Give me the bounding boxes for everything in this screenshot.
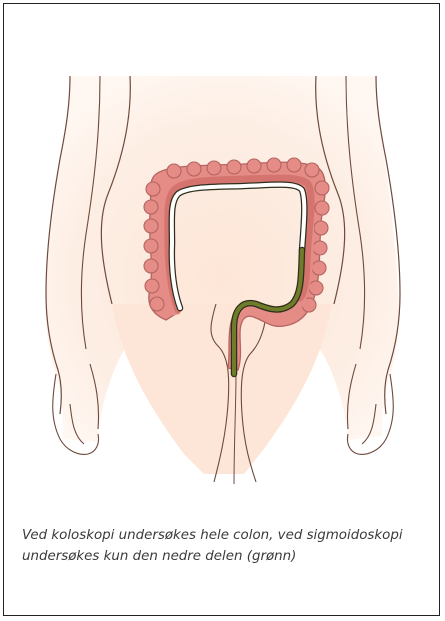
torso-outline-icon xyxy=(45,76,400,484)
figure-caption: Ved koloskopi undersøkes hele colon, ved… xyxy=(22,525,422,567)
colon-anatomy-illustration xyxy=(4,4,441,504)
figure-frame: Ved koloskopi undersøkes hele colon, ved… xyxy=(3,3,440,616)
